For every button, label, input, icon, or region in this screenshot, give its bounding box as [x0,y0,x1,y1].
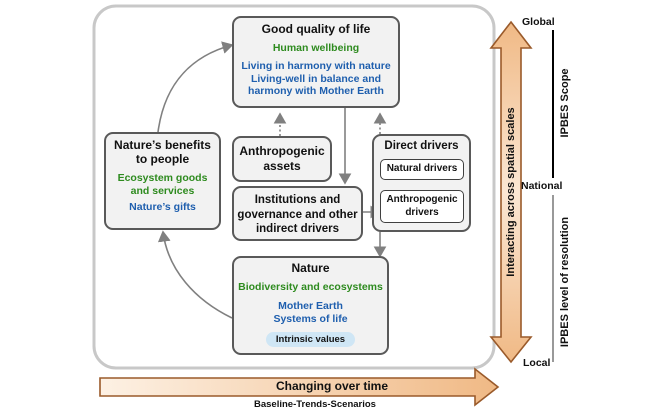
natural-drivers-box: Natural drivers [380,159,464,180]
benefits-title-2: to people [135,152,190,166]
direct-drivers-title: Direct drivers [384,140,459,152]
good-quality-of-life-box: Good quality of life Human wellbeing Liv… [232,16,400,108]
benefits-green-2: and services [130,185,195,197]
time-arrow-label: Changing over time [276,379,389,393]
assets-line-1: Anthropogenic [239,144,325,158]
benefits-green-1: Ecosystem goods [117,172,208,184]
time-sub-label: Baseline-Trends-Scenarios [254,399,376,410]
quality-blue-2: Living-well in balance and [250,72,382,85]
quality-blue-3: harmony with Mother Earth [248,85,384,97]
nature-blue-1: Mother Earth [278,300,343,312]
local-label: Local [523,357,551,369]
intrinsic-values-label: Intrinsic values [275,334,346,345]
benefits-blue: Nature’s gifts [129,201,196,213]
national-label: National [521,180,563,192]
institutions-line-2: governance and other [237,208,358,221]
nature-green: Biodiversity and ecosystems [238,281,383,293]
ipbes-resolution-label: IPBES level of resolution [559,216,571,348]
anthropogenic-drivers-line-2: drivers [405,207,439,218]
institutions-line-3: indirect drivers [255,223,340,235]
time-arrow [99,367,500,407]
quality-title: Good quality of life [261,22,371,36]
benefits-title-1: Nature’s benefits [114,138,211,152]
nature-box: Nature Biodiversity and ecosystems Mothe… [232,256,389,355]
natural-drivers-label: Natural drivers [386,163,458,174]
curve-arrow-nature-to-benefits [157,230,233,319]
natures-benefits-box: Nature’s benefits to people Ecosystem go… [104,132,221,230]
anthropogenic-drivers-line-1: Anthropogenic [386,194,458,205]
spatial-scale-double-arrow [489,20,533,364]
assets-line-2: assets [263,159,301,173]
quality-green: Human wellbeing [272,42,360,54]
ipbes-scope-label: IPBES Scope [559,68,571,138]
quality-blue-1: Living in harmony with nature [241,60,391,72]
anthropogenic-drivers-box: Anthropogenic drivers [380,190,464,223]
nature-title: Nature [291,261,330,275]
institutions-line-1: Institutions and [254,194,341,206]
nature-blue-2: Systems of life [273,312,348,325]
intrinsic-values-oval: Intrinsic values [265,332,356,347]
spatial-arrow-label: Interacting across spatial scales [505,107,517,277]
institutions-box: Institutions and governance and other in… [232,186,363,241]
global-label: Global [522,16,555,28]
anthropogenic-assets-box: Anthropogenic assets [232,136,332,182]
curve-arrow-benefits-to-quality [157,41,234,133]
